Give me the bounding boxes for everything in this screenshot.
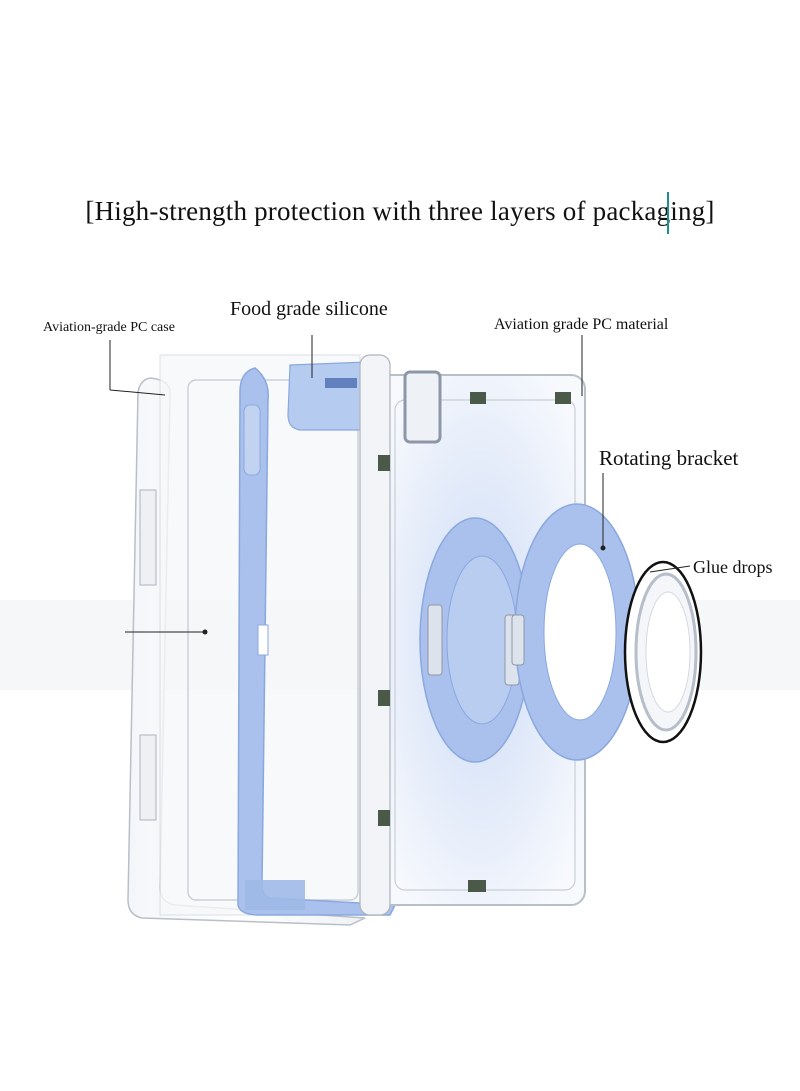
label-pc-case: Aviation-grade PC case xyxy=(43,320,175,335)
label-rotating-bracket: Rotating bracket xyxy=(599,446,739,470)
silicone-layer xyxy=(237,335,397,916)
label-glue-drops: Glue drops xyxy=(693,557,773,577)
label-silicone: Food grade silicone xyxy=(230,298,388,320)
text-cursor xyxy=(667,192,669,234)
pc-material-layer xyxy=(359,335,586,916)
rotating-bracket xyxy=(511,473,640,761)
glue-drops-ring xyxy=(623,560,703,744)
label-pc-material: Aviation grade PC material xyxy=(494,316,669,333)
headline-title: [High-strength protection with three lay… xyxy=(85,196,715,226)
